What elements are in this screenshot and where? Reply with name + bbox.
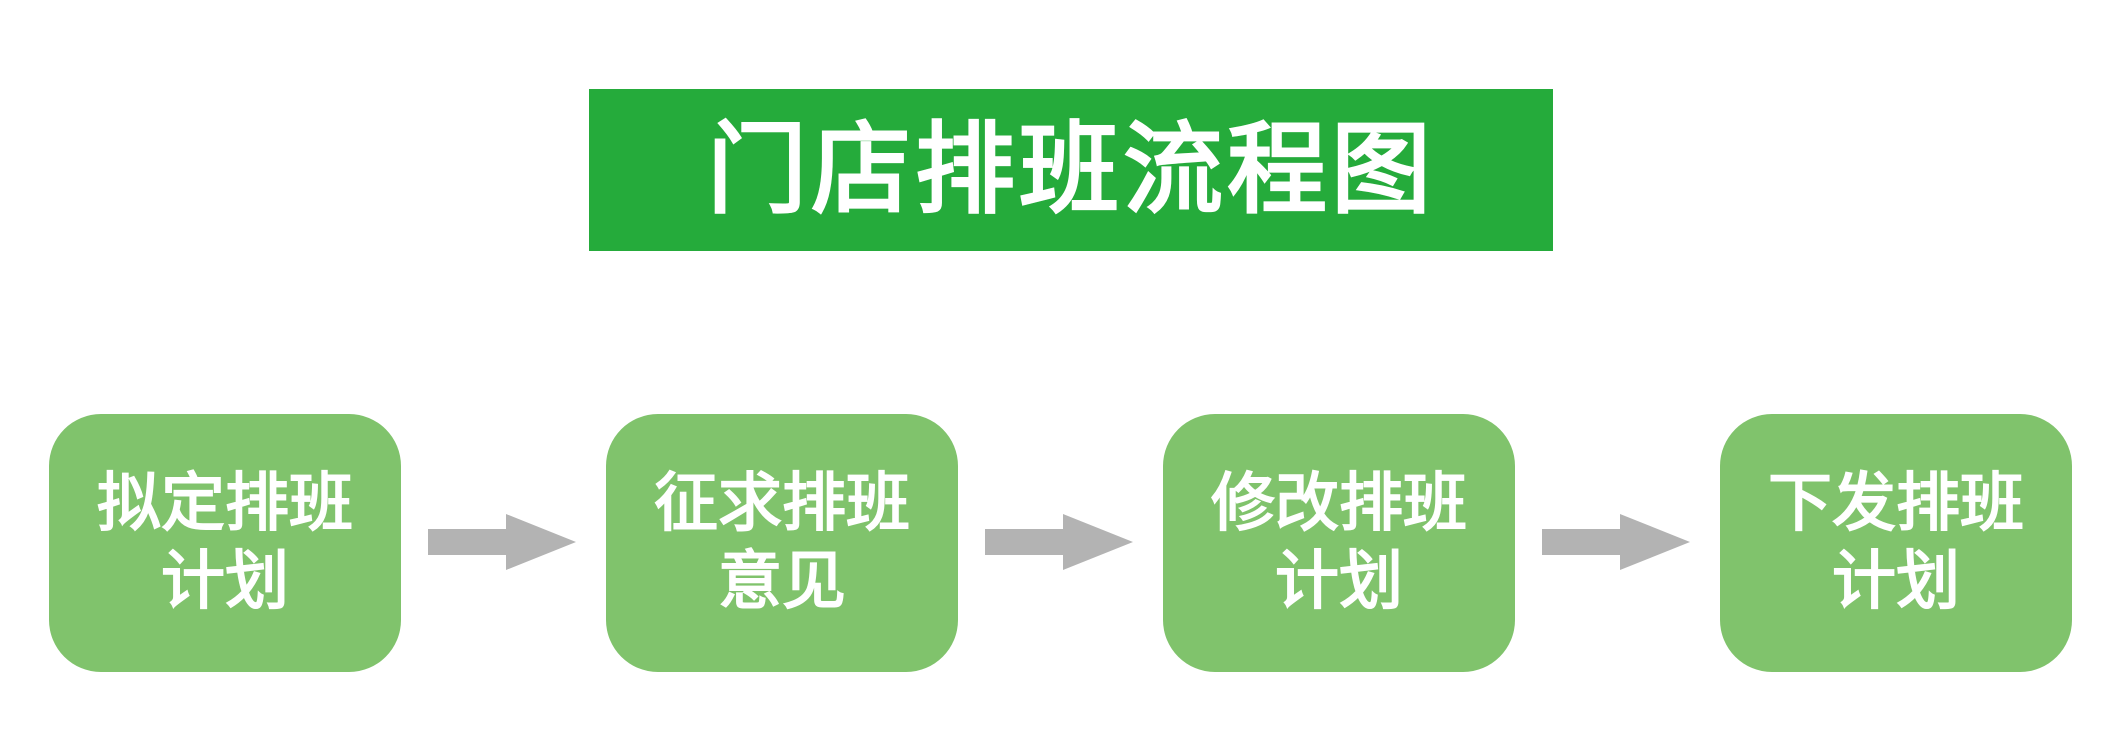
step-2-box: 征求排班 意见 bbox=[606, 414, 958, 672]
arrow-right-icon-1 bbox=[428, 514, 576, 570]
step-1-line-1: 拟定排班 bbox=[97, 467, 353, 541]
title-banner: 门店排班流程图 bbox=[589, 89, 1553, 251]
step-4-line-2: 计划 bbox=[1832, 545, 1960, 619]
step-1-box: 拟定排班 计划 bbox=[49, 414, 401, 672]
step-2-line-2: 意见 bbox=[718, 545, 846, 619]
step-1-line-2: 计划 bbox=[161, 545, 289, 619]
step-4-line-1: 下发排班 bbox=[1768, 467, 2024, 541]
diagram-title: 门店排班流程图 bbox=[707, 111, 1435, 228]
step-3-line-2: 计划 bbox=[1275, 545, 1403, 619]
arrow-right-icon-2 bbox=[985, 514, 1133, 570]
step-4-box: 下发排班 计划 bbox=[1720, 414, 2072, 672]
arrow-right-icon-3 bbox=[1542, 514, 1690, 570]
step-3-line-1: 修改排班 bbox=[1211, 467, 1467, 541]
step-2-line-1: 征求排班 bbox=[654, 467, 910, 541]
step-3-box: 修改排班 计划 bbox=[1163, 414, 1515, 672]
